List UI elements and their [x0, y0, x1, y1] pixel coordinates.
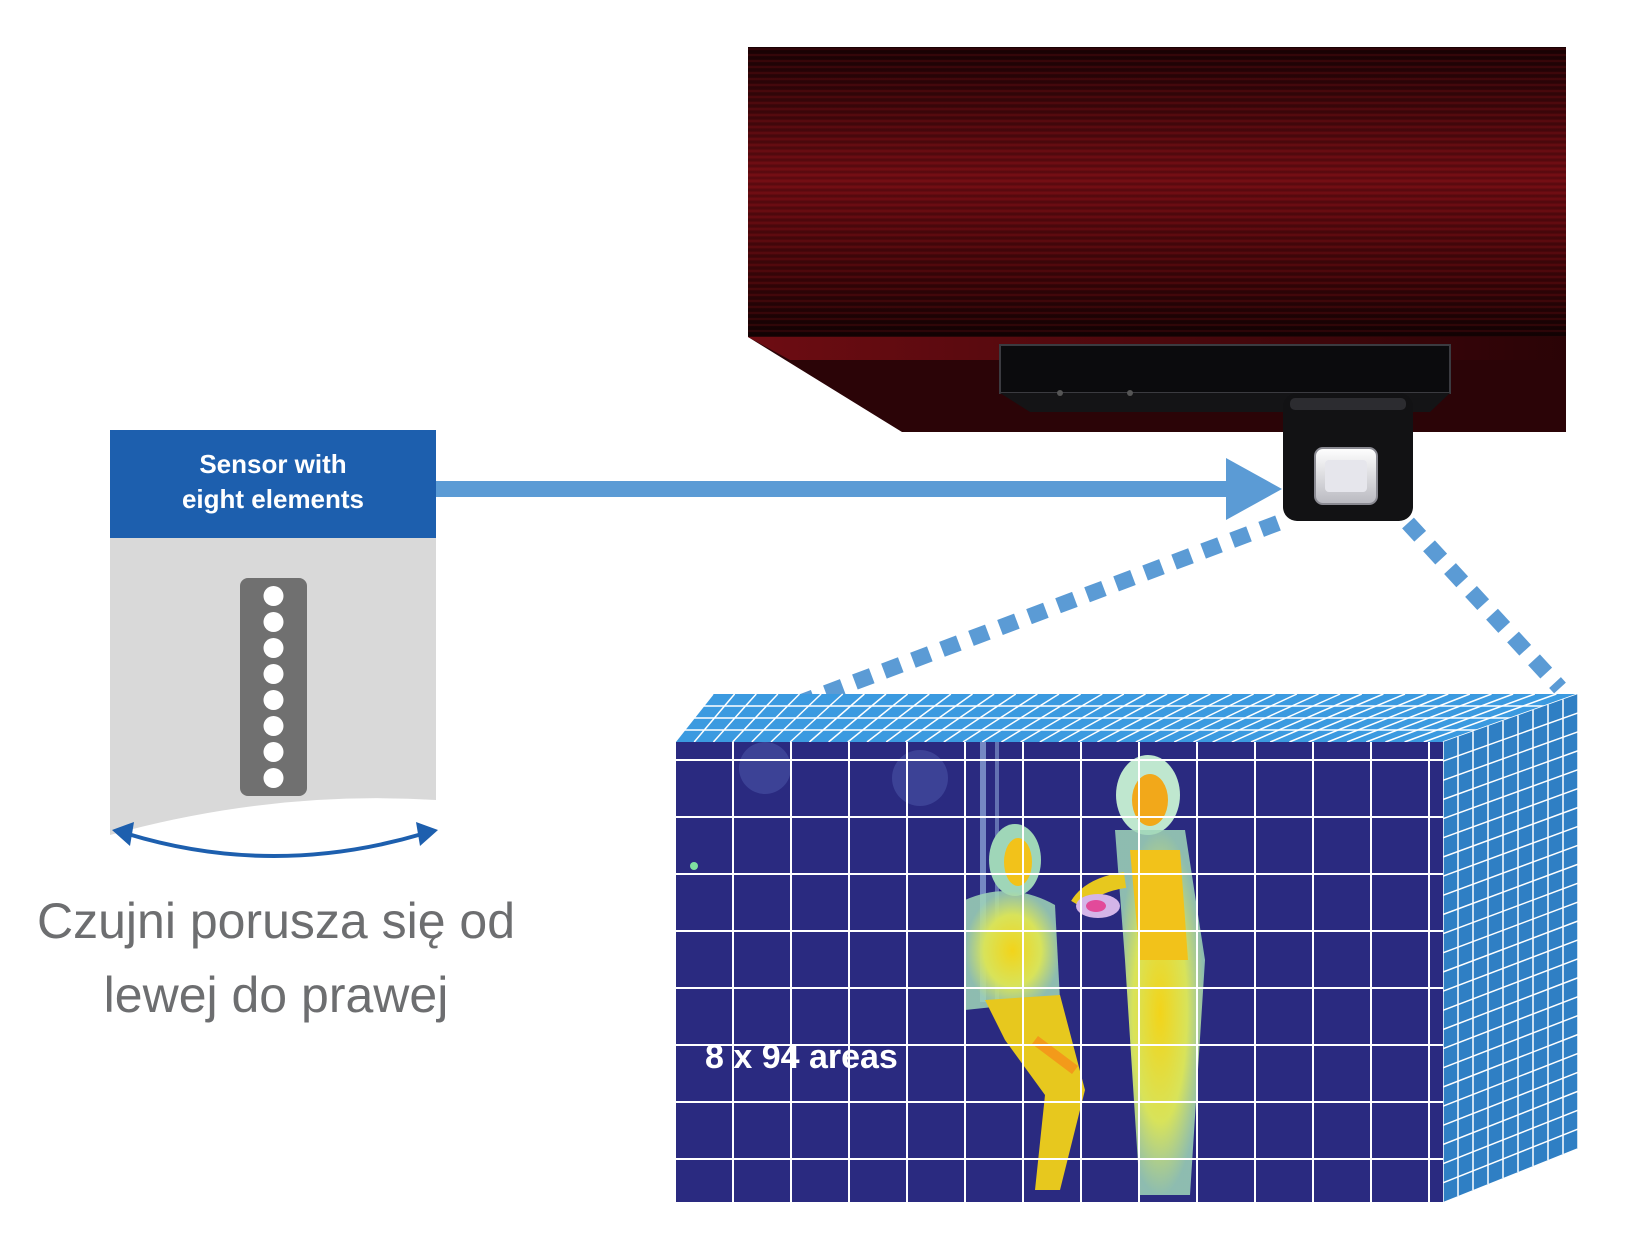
sensor-panel-header [110, 430, 436, 538]
grid-line-side [1442, 768, 1579, 820]
double-headed-curved-arrow-icon [112, 822, 438, 858]
grid-line-side [1442, 958, 1579, 1012]
grid-line-side [1442, 787, 1579, 839]
sensor-element-strip [240, 578, 307, 796]
grid-line-side [1442, 995, 1579, 1050]
ac-front-texture [748, 47, 1566, 337]
grid-line-side [1442, 901, 1579, 954]
caption-line1: Czujni porusza się od [37, 893, 515, 949]
grid-line-side [1442, 1109, 1579, 1165]
ac-indicator-light [1057, 390, 1063, 396]
thermal-pole [980, 742, 986, 1002]
grid-line-side [1442, 731, 1579, 782]
sensor-element-dot [263, 612, 284, 632]
grid-line-side [1442, 863, 1579, 916]
thermal-dot [690, 862, 698, 870]
grid-line-side [1442, 825, 1579, 877]
sensor-element-dot [263, 768, 284, 788]
sensor-lens-inner [1325, 460, 1367, 492]
grid-line-side [1442, 920, 1579, 973]
grid-line-side [1442, 1128, 1579, 1184]
grid-top-lines [674, 693, 1579, 743]
grid-side-face [1443, 694, 1578, 1202]
thermal-lamp [892, 750, 948, 806]
grid-line-side [1442, 977, 1579, 1031]
sensor-element-dot [263, 638, 284, 658]
air-conditioner-unit [748, 47, 1566, 521]
grid-line-side [1442, 806, 1579, 858]
grid-line-side [1442, 1052, 1579, 1107]
grid-line-side [1442, 1014, 1579, 1069]
projection-line-right [1402, 517, 1566, 694]
areas-label: 8 x 94 areas [705, 1038, 898, 1076]
grid-line-side [1442, 1090, 1579, 1146]
grid-line-side [1442, 712, 1579, 762]
sensor-element-dot [263, 664, 284, 684]
grid-front-lines [674, 742, 1443, 1202]
sensor-element-dot [263, 690, 284, 710]
thermal-lamp [739, 742, 791, 794]
thermal-person-standing [1071, 755, 1205, 1195]
grid-line-side [1442, 939, 1579, 992]
ac-vent-panel [999, 344, 1451, 394]
sensor-title-line2: eight elements [182, 484, 364, 514]
sensor-housing-highlight [1290, 398, 1406, 410]
grid-line-side [1442, 1033, 1579, 1088]
sensor-elements [263, 586, 284, 788]
caption-line2: lewej do prawej [104, 967, 449, 1023]
sensor-element-dot [263, 742, 284, 762]
grid-side-lines [1442, 694, 1579, 1202]
grid-line-side [1442, 1071, 1579, 1127]
grid-line-side [1442, 844, 1579, 897]
thermal-grid-box: 8 x 94 areas [674, 693, 1579, 1202]
grid-line-side [1442, 750, 1579, 801]
sensor-element-dot [263, 716, 284, 736]
sensor-element-dot [263, 586, 284, 606]
grid-line-side [1442, 882, 1579, 935]
sensor-title-line1: Sensor with [199, 449, 346, 479]
ac-indicator-light [1127, 390, 1133, 396]
right-arrow-icon [436, 458, 1282, 520]
sensor-panel: Sensor with eight elements [110, 430, 438, 858]
